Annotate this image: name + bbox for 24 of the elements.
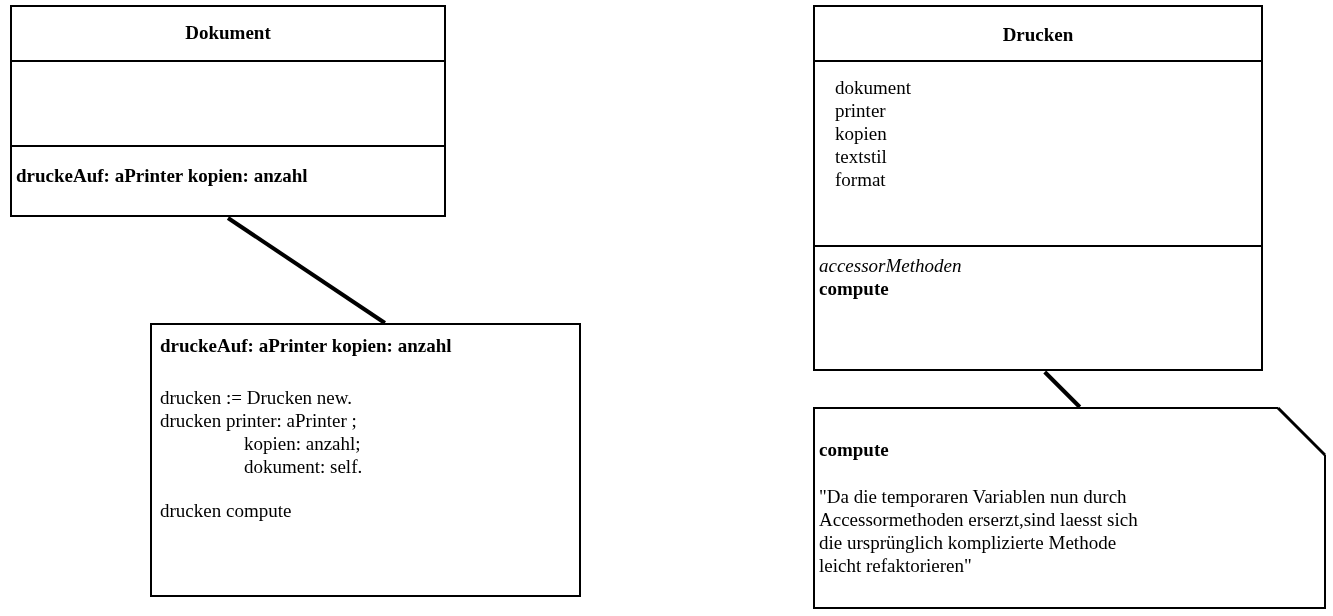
class-box <box>10 5 446 217</box>
text-line: kopien <box>835 123 887 145</box>
connector-line <box>226 216 386 325</box>
text-line: printer <box>835 100 886 122</box>
text-line: druckeAuf: aPrinter kopien: anzahl <box>16 165 308 187</box>
text-line: compute <box>819 278 889 300</box>
text-line: compute <box>819 439 889 461</box>
text-line: drucken := Drucken new. <box>160 387 353 409</box>
note-box <box>813 407 1326 609</box>
text-line: kopien: anzahl; <box>244 433 361 455</box>
connector-line <box>1043 370 1082 409</box>
text-line: format <box>835 169 886 191</box>
text-line: textstil <box>835 146 887 168</box>
text-line: accessorMethoden <box>819 255 962 277</box>
text-line: drucken compute <box>160 500 292 522</box>
text-line: drucken printer: aPrinter ; <box>160 410 357 432</box>
class-box <box>813 5 1263 371</box>
note-box <box>150 323 581 597</box>
text-line: dokument <box>835 77 911 99</box>
text-line: "Da die temporaren Variablen nun durch Accessormethoden erserzt,sind laesst sich die ursprünglich komplizierte Methode leicht refaktorieren" <box>819 485 1139 577</box>
text-line: druckeAuf: aPrinter kopien: anzahl <box>160 335 452 357</box>
class-name: Drucken <box>1001 24 1075 46</box>
text-line: dokument: self. <box>244 456 363 478</box>
class-name: Dokument <box>184 22 272 44</box>
